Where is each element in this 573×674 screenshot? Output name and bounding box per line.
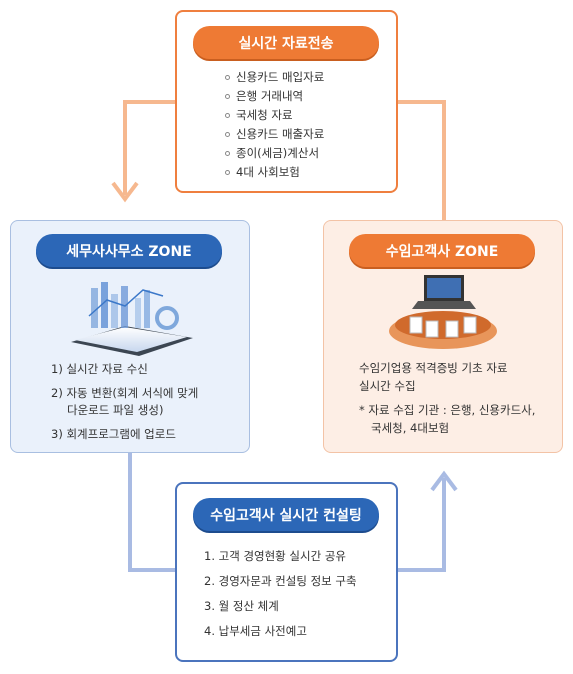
list-item: 1. 고객 경영현황 실시간 공유 — [204, 549, 346, 563]
list-item: 은행 거래내역 — [225, 87, 324, 106]
arrow-head-left — [111, 181, 139, 203]
list-item: 신용카드 매입자료 — [225, 68, 324, 87]
list-item: 2. 경영자문과 컨설팅 정보 구축 — [204, 574, 357, 588]
arrow-head-up — [430, 470, 458, 492]
consulting-items-list: 1. 고객 경영현황 실시간 공유 2. 경영자문과 컨설팅 정보 구축 3. … — [204, 548, 357, 648]
list-item: 3) 회계프로그램에 업로드 — [51, 427, 176, 441]
realtime-transfer-title: 실시간 자료전송 — [193, 26, 379, 59]
bullet-icon — [225, 151, 230, 156]
tax-office-zone-title: 세무사사무소 ZONE — [36, 234, 222, 267]
bullet-icon — [225, 113, 230, 118]
list-item: 2) 자동 변환(회계 서식에 맞게 — [51, 386, 199, 400]
bullet-icon — [225, 170, 230, 175]
client-zone-box: 수임고객사 ZONE 수임기업용 적격증빙 기초 자료 실시간 수집 * 자료 … — [323, 220, 563, 453]
tax-office-steps-list: 1) 실시간 자료 수신 2) 자동 변환(회계 서식에 맞게 다운로드 파일 … — [51, 361, 198, 450]
bullet-icon — [225, 132, 230, 137]
transfer-items-list: 신용카드 매입자료 은행 거래내역 국세청 자료 신용카드 매출자료 종이(세금… — [225, 68, 324, 182]
list-item: 1) 실시간 자료 수신 — [51, 362, 148, 376]
arrow-right-to-top — [398, 100, 446, 220]
list-item: 다운로드 파일 생성) — [67, 403, 164, 417]
tax-office-zone-box: 세무사사무소 ZONE 1) 실시간 자료 수신 2) 자동 변환(회계 서식에… — [10, 220, 250, 453]
arrow-bottom-to-right — [398, 478, 446, 572]
list-item: 4. 납부세금 사전예고 — [204, 624, 307, 638]
consulting-box: 수임고객사 실시간 컨설팅 1. 고객 경영현황 실시간 공유 2. 경영자문과… — [175, 482, 398, 662]
list-item: 신용카드 매출자료 — [225, 125, 324, 144]
client-zone-title: 수임고객사 ZONE — [349, 234, 535, 267]
list-item: 3. 월 정산 체계 — [204, 599, 279, 613]
list-item: 종이(세금)계산서 — [225, 144, 324, 163]
arrow-left-to-bottom — [128, 453, 175, 572]
list-item: 4대 사회보험 — [225, 163, 324, 182]
arrow-top-to-left — [123, 100, 175, 195]
realtime-transfer-box: 실시간 자료전송 신용카드 매입자료 은행 거래내역 국세청 자료 신용카드 매… — [175, 10, 398, 193]
bullet-icon — [225, 75, 230, 80]
laptop-documents-icon — [389, 275, 497, 349]
client-zone-note: * 자료 수집 기관 : 은행, 신용카드사, 국세청, 4대보험 — [359, 403, 536, 435]
client-zone-description: 수임기업용 적격증빙 기초 자료 실시간 수집 — [359, 361, 508, 393]
tablet-dashboard-icon — [71, 282, 193, 356]
list-item: 국세청 자료 — [225, 106, 324, 125]
bullet-icon — [225, 94, 230, 99]
consulting-title: 수임고객사 실시간 컨설팅 — [193, 498, 379, 531]
